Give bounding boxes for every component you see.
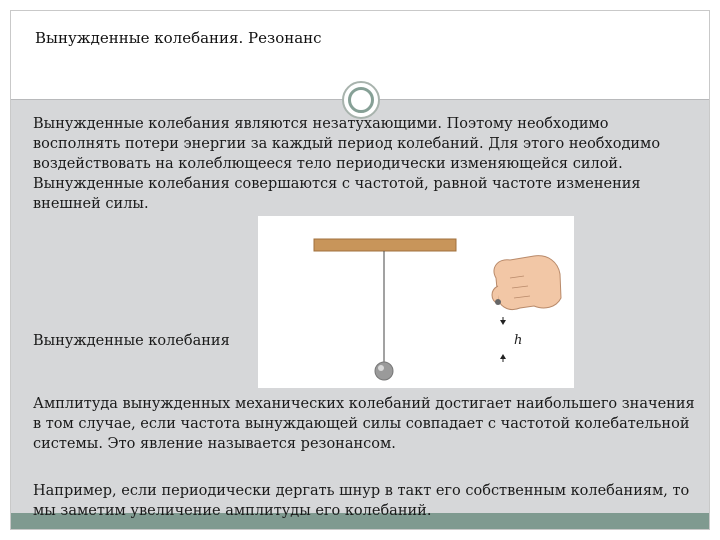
paragraph-resonance: Амплитуда вынужденных механических колеб… xyxy=(33,396,695,452)
pendulum-ball xyxy=(374,361,394,381)
pendulum-figure: h xyxy=(258,216,574,388)
subheading-forced-oscillations: Вынужденные колебания xyxy=(33,333,230,349)
slide-title: Вынужденные колебания. Резонанс xyxy=(35,29,322,47)
ring-ornament-icon xyxy=(342,81,380,119)
wooden-bar xyxy=(313,238,457,252)
slide: Вынужденные колебания. Резонанс Вынужден… xyxy=(10,10,710,530)
pendulum-illustration: h xyxy=(313,238,562,381)
paragraph-intro: Вынужденные колебания являются незатухаю… xyxy=(33,116,661,212)
h-label: h xyxy=(514,333,522,348)
bottom-accent-bar xyxy=(11,513,709,529)
hand-icon xyxy=(491,255,562,311)
paragraph-example: Например, если периодически дергать шнур… xyxy=(33,483,690,519)
